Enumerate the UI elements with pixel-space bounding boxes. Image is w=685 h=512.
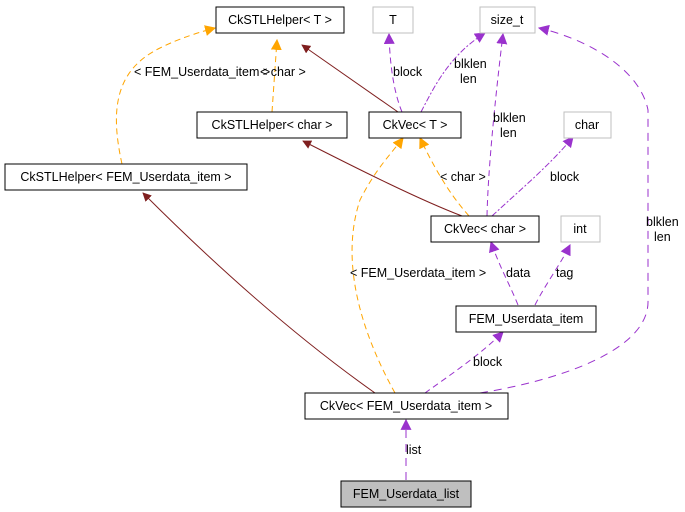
node-ckvec-t[interactable]: CkVec< T > xyxy=(368,111,462,139)
edge-ckvec-t-to-size-t xyxy=(420,32,486,113)
node-ckstlhelper-char[interactable]: CkSTLHelper< char > xyxy=(196,111,348,139)
node-t: T xyxy=(372,6,414,34)
edge-ckstlhelper-char-to-ckstlhelper-t xyxy=(270,38,282,113)
edge-label-fem-item-ckvec-template: < FEM_Userdata_item > xyxy=(350,266,486,280)
edge-label-blklen-ckvec-char: blklen len xyxy=(493,111,529,140)
edge-ckvec-char-to-size-t xyxy=(486,32,508,217)
edge-ckvec-t-to-ckstlhelper-t xyxy=(301,44,399,113)
node-label: CkSTLHelper< char > xyxy=(212,118,333,132)
node-label: char xyxy=(575,118,599,132)
node-label: FEM_Userdata_item xyxy=(469,312,584,326)
node-char: char xyxy=(563,111,612,139)
edge-label-data: data xyxy=(506,266,530,280)
edge-label-char-ckvec-template: < char > xyxy=(440,170,486,184)
edge-label-blklen-ckvec-fem: blklen len xyxy=(646,215,682,244)
node-int: int xyxy=(560,215,601,243)
node-label: CkVec< char > xyxy=(444,222,526,236)
node-fem-userdata-item[interactable]: FEM_Userdata_item xyxy=(455,305,597,333)
edge-label-fem-item-template: < FEM_Userdata_item > xyxy=(134,65,270,79)
node-label: CkSTLHelper< T > xyxy=(228,13,332,27)
edge-label-line: len xyxy=(460,72,477,86)
edge-label-char-template: < char > xyxy=(260,65,306,79)
edge-label-line: blklen xyxy=(454,57,487,71)
edge-ckvec-fem-to-ckstlhelper-fem xyxy=(142,192,376,394)
node-fem-userdata-list[interactable]: FEM_Userdata_list xyxy=(340,480,472,508)
node-label: CkVec< FEM_Userdata_item > xyxy=(320,399,492,413)
edge-label-line: blklen xyxy=(646,215,679,229)
edge-label-block-t: block xyxy=(393,65,423,79)
node-ckstlhelper-t[interactable]: CkSTLHelper< T > xyxy=(215,6,345,34)
node-label: T xyxy=(389,13,397,27)
edge-label-line: blklen xyxy=(493,111,526,125)
edge-ckvec-fem-to-ckvec-t xyxy=(351,137,404,394)
node-label: FEM_Userdata_list xyxy=(353,487,460,501)
node-label: int xyxy=(573,222,587,236)
edge-ckvec-fem-to-size-t xyxy=(479,24,649,394)
node-ckvec-char[interactable]: CkVec< char > xyxy=(430,215,540,243)
node-size-t: size_t xyxy=(479,6,536,34)
edge-ckvec-char-to-char xyxy=(491,136,574,217)
edge-label-line: len xyxy=(654,230,671,244)
node-label: CkSTLHelper< FEM_Userdata_item > xyxy=(20,170,231,184)
node-ckvec-fem-item[interactable]: CkVec< FEM_Userdata_item > xyxy=(304,392,509,420)
edge-ckvec-char-to-ckstlhelper-char xyxy=(302,140,463,217)
node-ckstlhelper-fem-item[interactable]: CkSTLHelper< FEM_Userdata_item > xyxy=(4,163,248,191)
edge-label-block-fem-item: block xyxy=(473,355,503,369)
node-label: CkVec< T > xyxy=(383,118,448,132)
edge-label-tag: tag xyxy=(556,266,573,280)
edge-fem-item-to-int xyxy=(534,244,571,306)
node-label: size_t xyxy=(491,13,524,27)
edge-label-blklen-ckvec-t: blklen len xyxy=(454,57,490,86)
edge-fem-item-to-ckvec-char xyxy=(489,240,519,306)
edge-label-line: len xyxy=(500,126,517,140)
edge-label-list: list xyxy=(406,443,422,457)
edge-ckstlhelper-fem-to-ckstlhelper-t xyxy=(115,25,217,165)
edge-label-block-char: block xyxy=(550,170,580,184)
edge-ckvec-t-to-t xyxy=(383,32,403,113)
